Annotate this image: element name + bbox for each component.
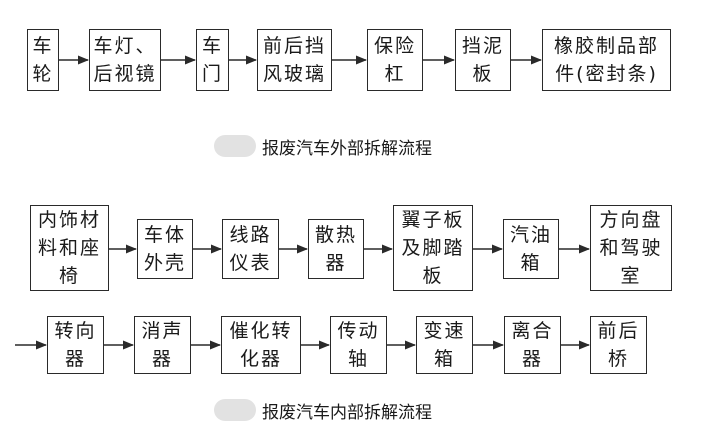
box-line: 箱 <box>433 348 455 370</box>
box-wheel: 车轮 <box>27 29 59 91</box>
box-driveshaft: 传动轴 <box>330 316 387 374</box>
box-line: 轴 <box>347 348 369 370</box>
exterior-caption: 报废汽车外部拆解流程 <box>214 134 432 159</box>
box-line: 车体 <box>143 224 186 246</box>
box-line: 器 <box>151 348 173 370</box>
box-line: 室 <box>620 265 642 287</box>
box-doors: 车门 <box>196 29 229 91</box>
box-lights-mirrors: 车灯、后视镜 <box>89 29 161 91</box>
box-bumper: 保险杠 <box>367 29 423 91</box>
box-line: 后视镜 <box>93 63 157 85</box>
box-line: 器 <box>64 348 86 370</box>
box-line: 车 <box>32 35 54 57</box>
box-line: 杠 <box>384 63 406 85</box>
box-line: 散热 <box>314 224 357 246</box>
box-mudguard: 挡泥板 <box>455 29 511 91</box>
box-line: 及脚踏 <box>401 237 465 259</box>
box-line: 风玻璃 <box>262 63 326 85</box>
box-line: 离合 <box>511 320 554 342</box>
box-line: 箱 <box>520 252 542 274</box>
box-line: 桥 <box>607 348 629 370</box>
box-clutch: 离合器 <box>504 316 561 374</box>
box-line: 传动 <box>337 320 380 342</box>
box-fender-footboard: 翼子板及脚踏板 <box>393 205 473 291</box>
box-line: 车 <box>201 35 223 57</box>
box-line: 外壳 <box>143 252 186 274</box>
box-line: 变速 <box>423 320 466 342</box>
box-line: 橡胶制品部 <box>553 35 659 57</box>
box-radiator: 散热器 <box>308 219 364 279</box>
caption-text: 报废汽车内部拆解流程 <box>262 402 432 423</box>
box-steering-cab: 方向盘和驾驶室 <box>590 205 672 291</box>
box-gearbox: 变速箱 <box>416 316 473 374</box>
box-line: 转向 <box>54 320 97 342</box>
box-line: 仪表 <box>229 252 272 274</box>
box-line: 保险 <box>373 35 416 57</box>
box-line: 料和座 <box>37 237 101 259</box>
box-line: 方向盘 <box>599 209 663 231</box>
blurred-watermark <box>214 135 256 157</box>
box-line: 轮 <box>32 63 54 85</box>
box-line: 催化转 <box>229 320 293 342</box>
box-line: 件(密封条) <box>555 63 658 85</box>
box-line: 前后 <box>597 320 640 342</box>
box-catalytic-converter: 催化转化器 <box>221 316 301 374</box>
box-line: 椅 <box>58 265 80 287</box>
box-line: 车灯、 <box>93 35 157 57</box>
box-rubber-parts: 橡胶制品部件(密封条) <box>542 29 671 91</box>
box-line: 线路 <box>229 224 272 246</box>
box-line: 内饰材 <box>37 209 101 231</box>
box-muffler: 消声器 <box>134 316 191 374</box>
box-line: 前后挡 <box>262 35 326 57</box>
box-wiring-gauges: 线路仪表 <box>222 219 279 279</box>
box-line: 汽油 <box>509 224 552 246</box>
box-line: 消声 <box>141 320 184 342</box>
box-line: 化器 <box>239 348 282 370</box>
box-body-shell: 车体外壳 <box>137 219 193 279</box>
box-line: 板 <box>422 265 444 287</box>
box-line: 板 <box>472 63 494 85</box>
caption-text: 报废汽车外部拆解流程 <box>262 138 432 159</box>
box-line: 挡泥 <box>461 35 504 57</box>
box-line: 翼子板 <box>401 209 465 231</box>
interior-caption: 报废汽车内部拆解流程 <box>214 398 432 423</box>
blurred-watermark <box>214 399 256 421</box>
box-line: 门 <box>201 63 223 85</box>
box-axles: 前后桥 <box>590 316 647 374</box>
box-line: 器 <box>325 252 347 274</box>
box-interior-seats: 内饰材料和座椅 <box>30 205 109 291</box>
box-line: 器 <box>521 348 543 370</box>
box-steering-gear: 转向器 <box>47 316 104 374</box>
box-windshield: 前后挡风玻璃 <box>257 29 332 91</box>
box-fuel-tank: 汽油箱 <box>503 219 559 279</box>
box-line: 和驾驶 <box>599 237 663 259</box>
